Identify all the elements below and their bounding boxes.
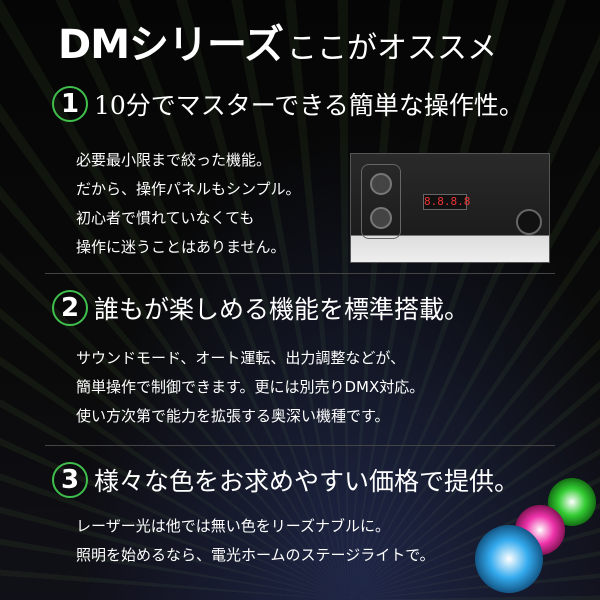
body-line: サウンドモード、オート運転、出力調整などが、 — [76, 349, 406, 367]
power-switch — [516, 209, 542, 235]
body-line: 簡単操作で制御できます。更には別売りDMX対応。 — [76, 378, 425, 396]
page-title: DMシリーズ ここがオススメ — [58, 12, 497, 70]
blue-laser-ball — [475, 525, 543, 593]
heading-text: 誰もが楽しめる機能を標準搭載。 — [94, 295, 470, 324]
body-line: だから、操作パネルもシンプル。 — [76, 180, 301, 198]
body-line: 操作に迷うことはありません。 — [76, 238, 286, 256]
led-display: 8.8.8.8 — [423, 194, 471, 210]
body-line: 照明を始めるなら、電光ホームのステージライトで。 — [76, 546, 435, 564]
section-2-body: サウンドモード、オート運転、出力調整などが、 簡単操作で制御できます。更には別売… — [76, 344, 424, 431]
xlr-input — [370, 207, 392, 229]
body-line: 使い方次第で能力を拡張する奥深い機種です。 — [76, 407, 390, 425]
divider — [45, 445, 555, 446]
body-line: レーザー光は他では無い色をリーズナブルに。 — [76, 517, 390, 535]
title-main: DMシリーズ — [58, 22, 284, 68]
section-3-body: レーザー光は他では無い色をリーズナブルに。 照明を始めるなら、電光ホームのステー… — [76, 512, 435, 570]
laser-balls-image — [470, 470, 600, 600]
section-1-body: 必要最小限まで絞った機能。 だから、操作パネルもシンプル。 初心者で慣れていなく… — [76, 146, 301, 262]
heading-text: 様々な色をお求めやすい価格で提供。 — [94, 467, 520, 496]
xlr-output — [370, 173, 392, 195]
heading-text: 10分でマスターできる簡単な操作性。 — [94, 91, 524, 120]
body-line: 初心者で慣れていなくても — [76, 209, 255, 227]
section-2-heading: 2 誰もが楽しめる機能を標準搭載。 — [52, 290, 469, 326]
section-1-heading: 1 10分でマスターできる簡単な操作性。 — [52, 86, 524, 122]
xlr-panel — [361, 164, 401, 239]
product-photo: 8.8.8.8 — [350, 153, 550, 263]
number-badge: 3 — [52, 462, 88, 498]
body-line: 必要最小限まで絞った機能。 — [76, 151, 272, 169]
number-badge: 2 — [52, 290, 88, 326]
section-3-heading: 3 様々な色をお求めやすい価格で提供。 — [52, 462, 519, 498]
divider — [45, 273, 555, 274]
title-sub: ここがオススメ — [287, 31, 498, 66]
number-badge: 1 — [52, 86, 88, 122]
